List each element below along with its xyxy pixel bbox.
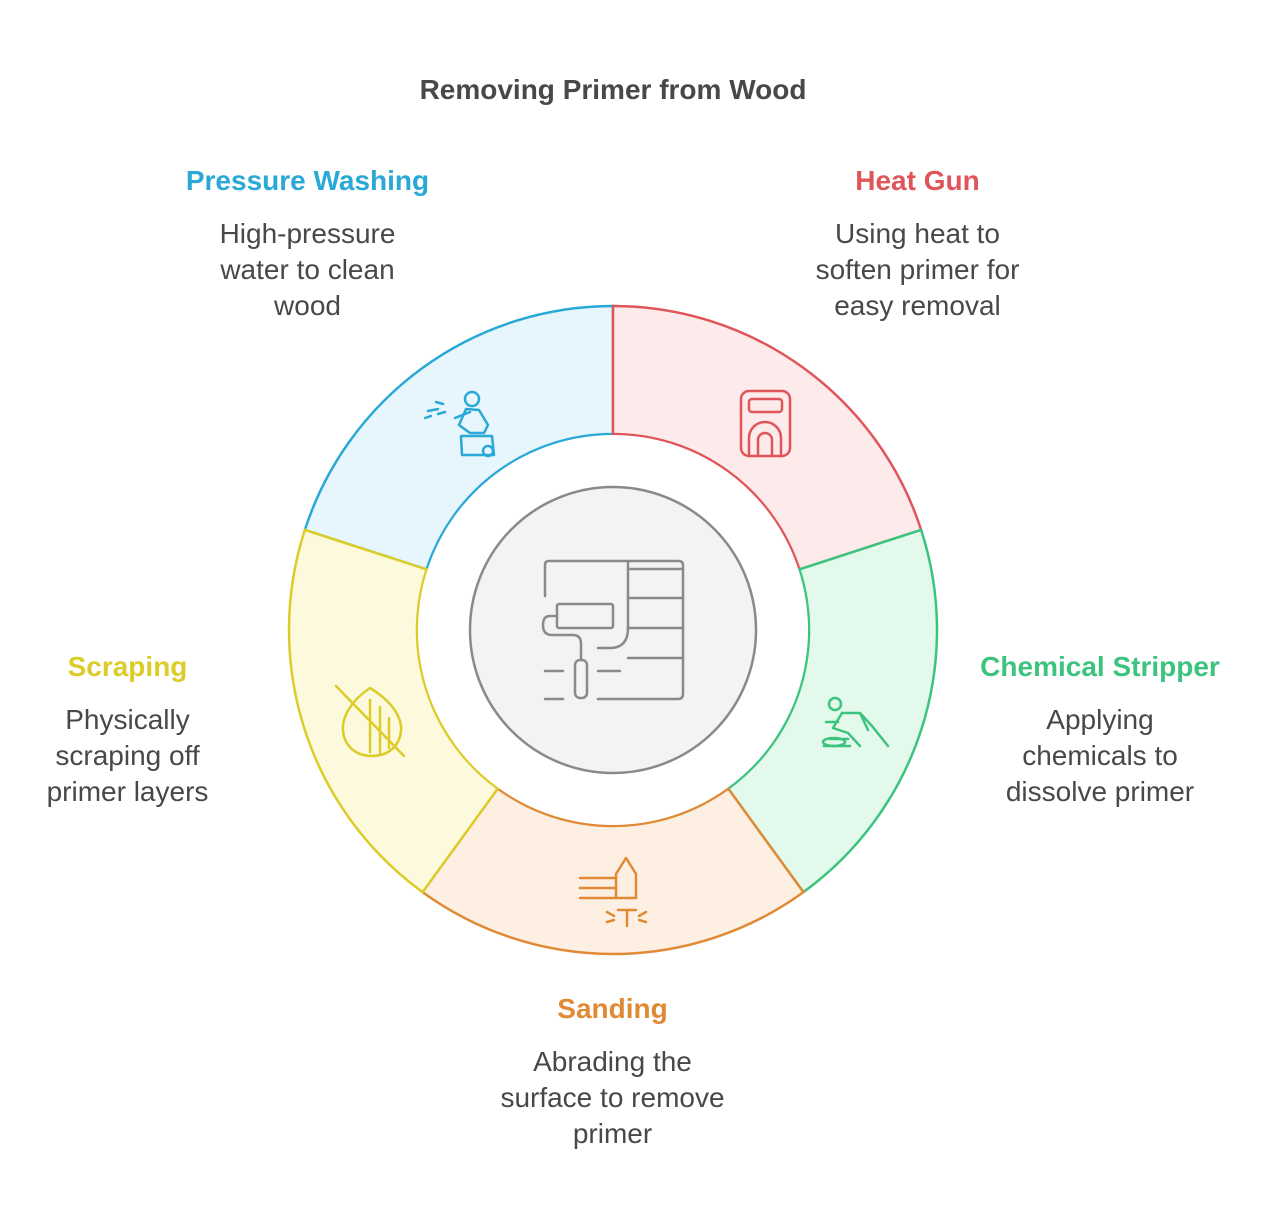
desc-line: High-pressure [219, 218, 396, 249]
segment-scrap [287, 528, 500, 894]
desc-sanding: Abrading the surface to remove primer [470, 1044, 755, 1152]
label-heat-gun: Heat Gun Using heat to soften primer for… [760, 163, 1075, 324]
center-circle [468, 485, 758, 775]
desc-line: primer layers [46, 776, 209, 807]
diagram-title: Removing Primer from Wood [419, 74, 807, 105]
desc-pressure-washing: High-pressure water to clean wood [150, 216, 465, 324]
paint-roller-wall-icon [541, 559, 685, 701]
desc-line: primer [572, 1118, 653, 1149]
segment-sand [420, 786, 806, 956]
desc-line: wood [274, 290, 341, 321]
desc-line: Physically [65, 704, 190, 735]
label-sanding: Sanding Abrading the surface to remove p… [470, 991, 755, 1152]
heat-gun-icon [739, 389, 792, 458]
label-chemical-stripper: Chemical Stripper Applying chemicals to … [960, 649, 1240, 810]
pressure-washer-icon [423, 390, 496, 458]
desc-line: surface to remove [500, 1082, 725, 1113]
label-pressure-washing: Pressure Washing High-pressure water to … [150, 163, 465, 324]
desc-line: easy removal [834, 290, 1001, 321]
desc-chemical-stripper: Applying chemicals to dissolve primer [960, 702, 1240, 810]
segment-pressure [303, 304, 615, 572]
segment-heat [611, 304, 923, 572]
label-scraping: Scraping Physically scraping off primer … [20, 649, 235, 810]
scraping-icon [334, 684, 406, 758]
sanding-icon [578, 856, 648, 928]
heading-pressure-washing: Pressure Washing [185, 165, 430, 196]
desc-line: soften primer for [815, 254, 1020, 285]
desc-scraping: Physically scraping off primer layers [20, 702, 235, 810]
heading-sanding: Sanding [557, 993, 668, 1024]
heading-chemical-stripper: Chemical Stripper [980, 651, 1220, 682]
chemical-stripper-icon [821, 696, 890, 748]
desc-heat-gun: Using heat to soften primer for easy rem… [760, 216, 1075, 324]
desc-line: Applying [1046, 704, 1154, 735]
heading-scraping: Scraping [67, 651, 188, 682]
desc-line: Using heat to [835, 218, 1000, 249]
desc-line: water to clean [220, 254, 395, 285]
desc-line: scraping off [55, 740, 200, 771]
desc-line: dissolve primer [1005, 776, 1195, 807]
desc-line: chemicals to [1022, 740, 1178, 771]
heading-heat-gun: Heat Gun [855, 165, 980, 196]
segment-chem [726, 528, 939, 894]
desc-line: Abrading the [533, 1046, 692, 1077]
